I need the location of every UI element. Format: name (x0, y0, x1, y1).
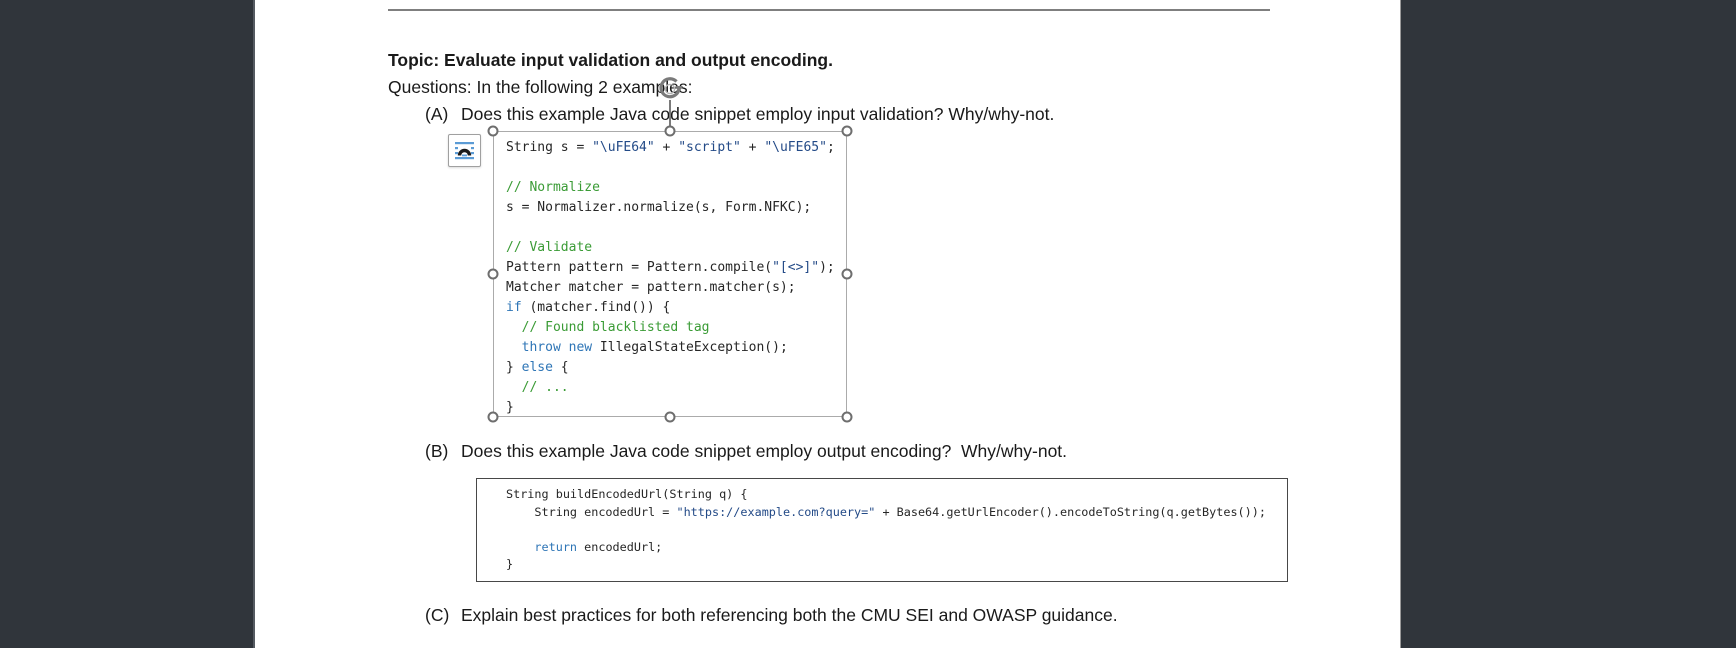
rotate-handle-icon[interactable] (656, 75, 684, 103)
selection-handle-bottom-middle[interactable] (664, 411, 676, 423)
question-b: (B) Does this example Java code snippet e… (425, 441, 1067, 462)
question-c: (C) Explain best practices for both refer… (425, 605, 1118, 626)
question-a: (A) Does this example Java code snippet e… (425, 104, 1054, 125)
selected-code-image[interactable]: String s = "\uFE64" + "script" + "\uFE65… (493, 131, 847, 417)
code-snippet-b: String buildEncodedUrl(String q) { Strin… (506, 487, 1266, 572)
text-wrap-icon (455, 142, 474, 160)
left-panel-edge (253, 0, 255, 648)
question-c-label: (C) (425, 605, 450, 625)
code-box-b[interactable]: String buildEncodedUrl(String q) { Strin… (476, 478, 1288, 582)
question-a-label: (A) (425, 104, 449, 124)
selection-handle-top-left[interactable] (487, 125, 499, 137)
selection-handle-middle-left[interactable] (487, 268, 499, 280)
questions-line: Questions: In the following 2 examples: (388, 77, 693, 97)
selection-handle-middle-right[interactable] (841, 268, 853, 280)
selection-handle-bottom-right[interactable] (841, 411, 853, 423)
rotate-handle-stem (669, 100, 671, 126)
question-b-text: Does this example Java code snippet empl… (461, 441, 1068, 461)
document-page: Topic: Evaluate input validation and out… (255, 0, 1400, 648)
layout-options-button[interactable] (448, 134, 481, 167)
question-c-text: Explain best practices for both referenc… (461, 605, 1118, 625)
selection-handle-top-right[interactable] (841, 125, 853, 137)
question-a-text: Does this example Java code snippet empl… (461, 104, 1055, 124)
right-panel-edge (1400, 0, 1401, 648)
selection-handle-bottom-left[interactable] (487, 411, 499, 423)
selection-handle-top-middle[interactable] (664, 125, 676, 137)
code-snippet-a: String s = "\uFE64" + "script" + "\uFE65… (506, 140, 835, 415)
question-b-label: (B) (425, 441, 449, 461)
topic-line: Topic: Evaluate input validation and out… (388, 50, 833, 70)
header-rule (388, 9, 1270, 11)
